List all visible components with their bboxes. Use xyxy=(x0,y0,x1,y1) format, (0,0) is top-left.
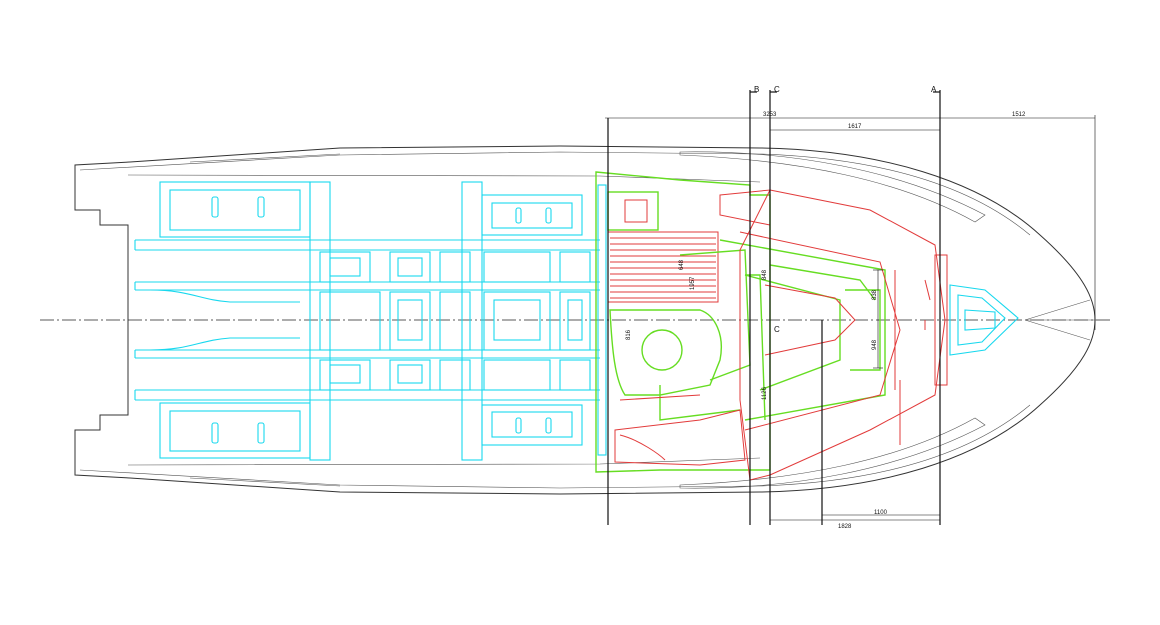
top-dimensions: 3253 1617 1512 xyxy=(605,112,1096,330)
dim-v6: 1957 xyxy=(690,276,696,290)
dim-v1: 838 xyxy=(872,289,878,300)
cabin-outline xyxy=(614,189,946,481)
section-a: A xyxy=(931,85,941,525)
bottom-dimensions: 1100 1828 xyxy=(770,510,940,530)
section-b: B xyxy=(749,85,759,525)
cockpit-deck xyxy=(595,171,948,473)
bow-hatch xyxy=(949,284,1019,356)
dim-v4: 1126 xyxy=(762,386,768,400)
section-c: C C xyxy=(769,85,780,525)
dim-top-mid: 1617 xyxy=(848,124,862,130)
teak-deck xyxy=(607,231,719,303)
dim-v5: 816 xyxy=(626,329,632,340)
dim-v3: 848 xyxy=(762,269,768,280)
stern-structure xyxy=(134,181,607,461)
dim-bottom-inner: 1100 xyxy=(874,510,888,516)
section-c-mid-label: C xyxy=(774,325,780,334)
dim-v2: 948 xyxy=(872,339,878,350)
dim-top-left: 3253 xyxy=(763,112,777,118)
internal-dimensions: 838 948 848 1126 816 1957 648 xyxy=(626,259,883,400)
dim-v7: 648 xyxy=(679,259,685,270)
dim-bottom-outer: 1828 xyxy=(838,524,852,530)
section-c-label: C xyxy=(774,85,780,94)
dim-top-right: 1512 xyxy=(1012,112,1026,118)
section-b-label: B xyxy=(754,85,759,94)
hull-outline xyxy=(74,145,1100,495)
section-a-label: A xyxy=(931,85,937,94)
